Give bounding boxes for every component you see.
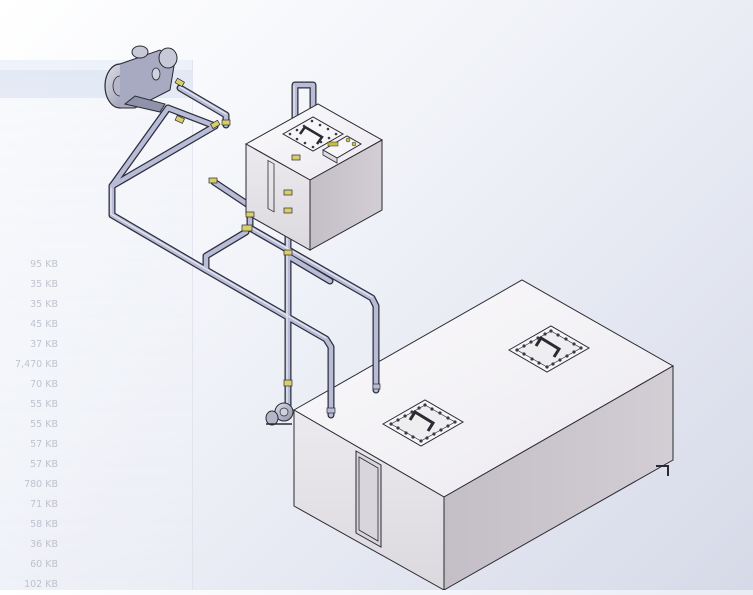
ghost-size-cell: 780 KB — [24, 479, 58, 490]
ghost-size-cell: 55 KB — [30, 399, 58, 410]
valve[interactable] — [241, 224, 253, 232]
valve[interactable] — [283, 189, 293, 196]
ghost-size-cell: 102 KB — [24, 579, 58, 590]
ghost-size-cell: 60 KB — [30, 559, 58, 570]
level-gauge — [267, 159, 275, 213]
ghost-size-cell: 58 KB — [30, 519, 58, 530]
ghost-size-cell: 35 KB — [30, 299, 58, 310]
ghost-size-cell: 57 KB — [30, 459, 58, 470]
inspection-door[interactable] — [355, 450, 382, 548]
valve[interactable] — [174, 77, 185, 88]
upper-tank[interactable] — [244, 103, 384, 251]
valve[interactable] — [210, 119, 221, 130]
valve[interactable] — [283, 207, 293, 214]
valve[interactable] — [221, 119, 231, 126]
valve[interactable] — [372, 383, 381, 390]
lower-tank-side — [443, 365, 674, 590]
valve[interactable] — [208, 177, 218, 184]
valve[interactable] — [283, 249, 293, 256]
file-size-column-ghost: 95 KB 35 KB 35 KB 45 KB 37 KB 7,470 KB 7… — [0, 255, 62, 595]
ghost-size-cell: 55 KB — [30, 419, 58, 430]
lower-tank[interactable] — [292, 279, 675, 590]
valve[interactable] — [283, 379, 293, 387]
pipe-network[interactable] — [108, 81, 380, 419]
ghost-size-cell: 37 KB — [30, 339, 58, 350]
control-box[interactable] — [322, 135, 362, 164]
transfer-pump[interactable] — [265, 402, 294, 426]
ghost-size-cell: 95 KB — [30, 259, 58, 270]
feature-tree-panel-ghost — [0, 60, 193, 590]
valves[interactable] — [174, 77, 381, 414]
upper-tank-side — [309, 139, 383, 251]
valve[interactable] — [174, 115, 185, 124]
valve[interactable] — [291, 154, 301, 161]
lower-tank-hatch-back[interactable] — [507, 325, 591, 373]
hatch-handle — [408, 409, 436, 432]
ghost-size-cell: 70 KB — [30, 379, 58, 390]
lower-tank-hatch-front[interactable] — [381, 399, 465, 447]
ghost-size-cell: 35 KB — [30, 279, 58, 290]
hatch-bolts — [389, 403, 457, 443]
ghost-size-cell: 57 KB — [30, 439, 58, 450]
valve[interactable] — [245, 211, 255, 218]
hatch-bolts — [515, 329, 583, 369]
ghost-size-cell: 36 KB — [30, 539, 58, 550]
main-pump[interactable] — [104, 45, 178, 113]
valve[interactable] — [326, 407, 336, 414]
ghost-size-cell: 45 KB — [30, 319, 58, 330]
ghost-size-cell: 71 KB — [30, 499, 58, 510]
ghost-size-cell: 7,470 KB — [15, 359, 58, 370]
hatch-handle — [534, 335, 562, 358]
lower-tank-drain — [656, 465, 669, 476]
